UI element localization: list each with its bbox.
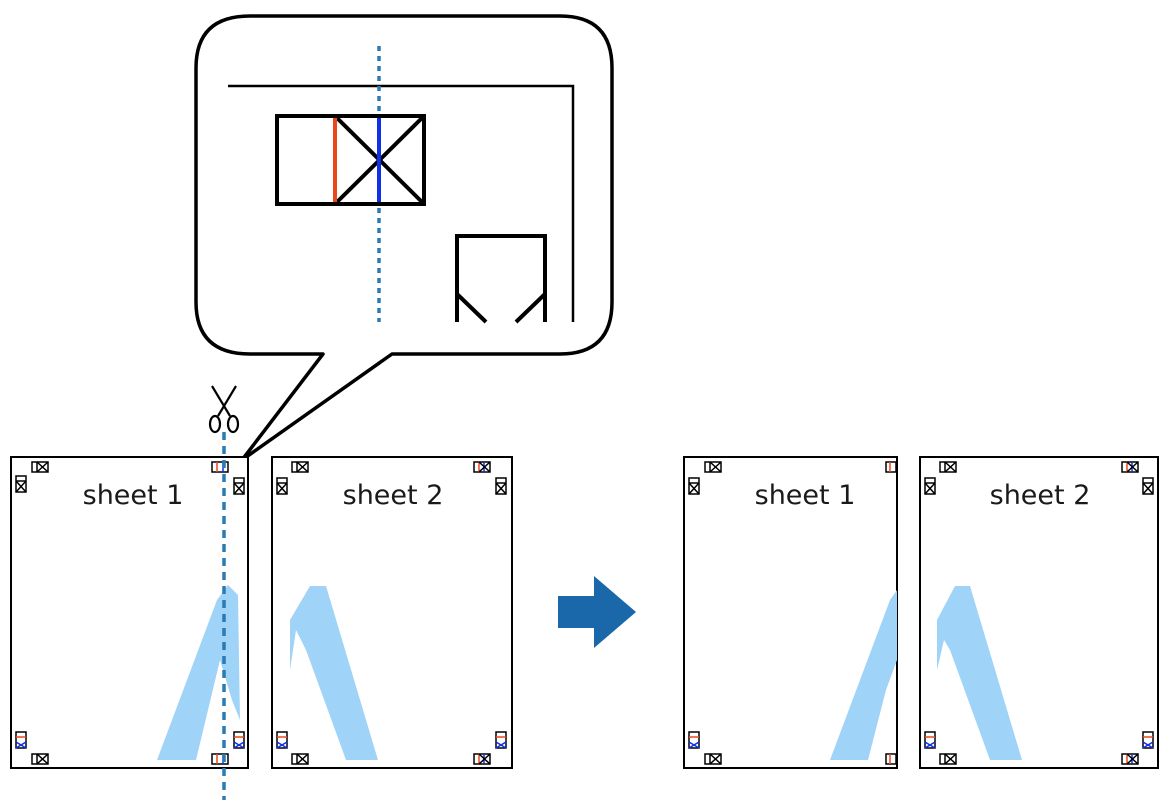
shape-fragment xyxy=(830,590,897,760)
sheet-1-after: sheet 1 xyxy=(683,456,898,769)
scissors-icon xyxy=(208,385,240,434)
sheet-1-before: sheet 1 xyxy=(10,456,249,769)
registration-marks xyxy=(276,461,507,765)
right-arrow-icon xyxy=(558,576,636,648)
sheet-label: sheet 2 xyxy=(343,480,444,511)
callout-page-edge xyxy=(228,84,575,322)
shape-fragment xyxy=(290,586,378,760)
sheet-label: sheet 1 xyxy=(755,480,856,511)
zoom-callout xyxy=(194,14,614,462)
callout-registration-mark-partial xyxy=(455,234,547,324)
callout-bubble xyxy=(194,14,614,462)
callout-registration-mark xyxy=(275,114,426,206)
sheet-page xyxy=(10,456,249,769)
registration-marks xyxy=(688,461,897,765)
sheet-2-after: sheet 2 xyxy=(919,456,1159,769)
registration-marks xyxy=(15,461,245,765)
sheet-2-before: sheet 2 xyxy=(271,456,513,769)
shape-fragment xyxy=(937,586,1022,760)
sheet-label: sheet 1 xyxy=(83,480,184,511)
registration-marks xyxy=(924,461,1154,765)
sheet-label: sheet 2 xyxy=(990,480,1091,511)
shape-fragment xyxy=(157,585,240,760)
